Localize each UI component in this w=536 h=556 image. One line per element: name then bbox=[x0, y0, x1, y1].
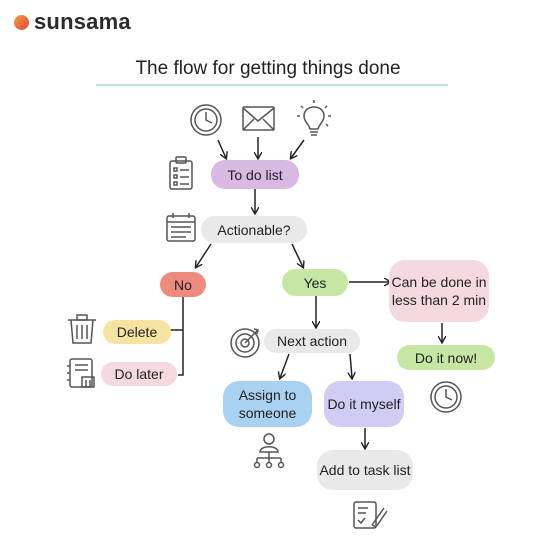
node-actionable: Actionable? bbox=[201, 216, 307, 243]
envelope-icon bbox=[242, 106, 275, 131]
node-add-task: Add to task list bbox=[317, 450, 413, 490]
sun-icon bbox=[14, 14, 29, 30]
node-todo-list: To do list bbox=[211, 160, 299, 189]
people-hierarchy-icon bbox=[253, 433, 285, 469]
notebook-icon bbox=[67, 358, 95, 388]
page-title: The flow for getting things done bbox=[135, 58, 401, 79]
clipboard-icon bbox=[169, 156, 193, 190]
node-yes: Yes bbox=[282, 269, 348, 296]
node-delete: Delete bbox=[103, 320, 171, 344]
checklist-pen-icon bbox=[353, 501, 388, 529]
node-two-min: Can be done in less than 2 min bbox=[389, 260, 489, 322]
clock-icon bbox=[430, 381, 462, 413]
calendar-icon bbox=[166, 213, 196, 242]
lightbulb-icon bbox=[297, 100, 331, 136]
node-do-myself: Do it myself bbox=[324, 381, 404, 427]
target-icon bbox=[230, 328, 260, 358]
node-assign: Assign to someone bbox=[223, 381, 312, 427]
brand-logo: sunsama bbox=[14, 9, 131, 35]
node-no: No bbox=[160, 272, 206, 297]
trash-icon bbox=[68, 314, 96, 344]
node-do-it-now: Do it now! bbox=[397, 345, 495, 370]
brand-name: sunsama bbox=[34, 9, 131, 34]
node-do-later: Do later bbox=[101, 362, 177, 386]
clock-icon bbox=[190, 104, 222, 136]
node-next-action: Next action bbox=[264, 329, 360, 353]
title-underline bbox=[96, 84, 448, 86]
